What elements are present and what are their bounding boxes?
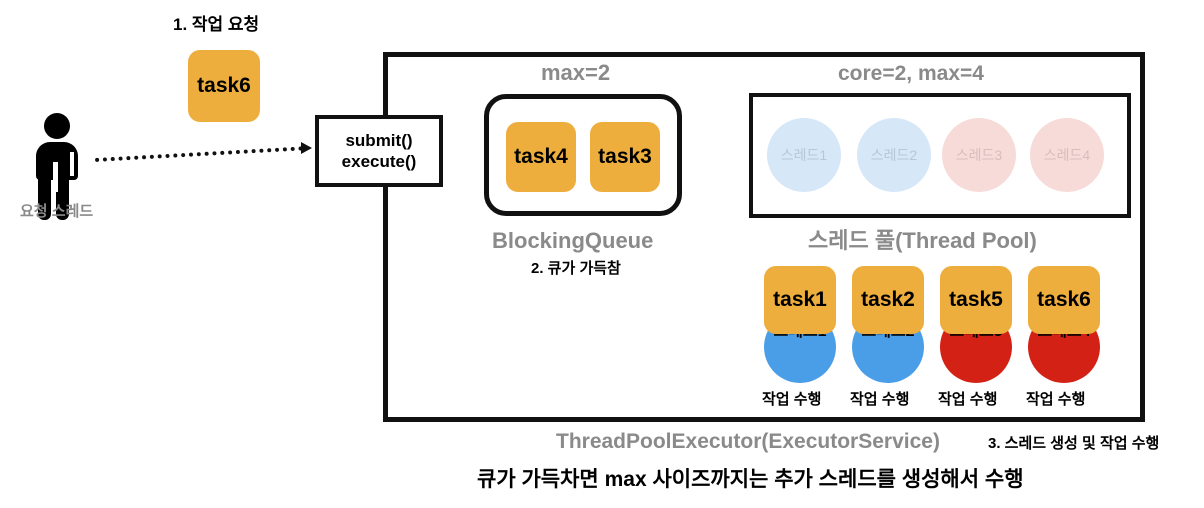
actor-label: 요청 스레드 bbox=[20, 203, 94, 220]
worker-task-0: task1 bbox=[764, 266, 836, 334]
worker-task-3: task6 bbox=[1028, 266, 1100, 334]
execute-label: execute() bbox=[341, 152, 417, 171]
pool-slot-2: 스레드3 bbox=[942, 118, 1016, 192]
worker-status-2: 작업 수행 bbox=[938, 391, 998, 408]
worker-status-1: 작업 수행 bbox=[850, 391, 910, 408]
queue-capacity-label: max=2 bbox=[541, 60, 611, 85]
caption: 큐가 가득차면 max 사이즈까지는 추가 스레드를 생성해서 수행 bbox=[477, 468, 1024, 491]
executor-container bbox=[383, 52, 1145, 422]
worker-task-2: task5 bbox=[940, 266, 1012, 334]
step1-label: 1. 작업 요청 bbox=[173, 15, 260, 34]
queue-title: BlockingQueue bbox=[492, 228, 654, 253]
worker-status-3: 작업 수행 bbox=[1026, 391, 1086, 408]
incoming-task-chip: task6 bbox=[188, 50, 260, 122]
pool-config-label: core=2, max=4 bbox=[838, 62, 984, 85]
queue-task-0: task4 bbox=[506, 122, 576, 192]
worker-task-1: task2 bbox=[852, 266, 924, 334]
step3-label: 3. 스레드 생성 및 작업 수행 bbox=[988, 435, 1160, 452]
worker-status-0: 작업 수행 bbox=[762, 391, 822, 408]
submit-label: submit() bbox=[345, 130, 413, 150]
executor-label: ThreadPoolExecutor(ExecutorService) bbox=[556, 430, 940, 453]
pool-slot-1: 스레드2 bbox=[857, 118, 931, 192]
step2-label: 2. 큐가 가득참 bbox=[531, 260, 621, 277]
pool-slot-0: 스레드1 bbox=[767, 118, 841, 192]
pool-slot-3: 스레드4 bbox=[1030, 118, 1104, 192]
pool-title: 스레드 풀(Thread Pool) bbox=[808, 228, 1037, 253]
submit-execute-box: submit() execute() bbox=[315, 115, 443, 187]
queue-task-1: task3 bbox=[590, 122, 660, 192]
